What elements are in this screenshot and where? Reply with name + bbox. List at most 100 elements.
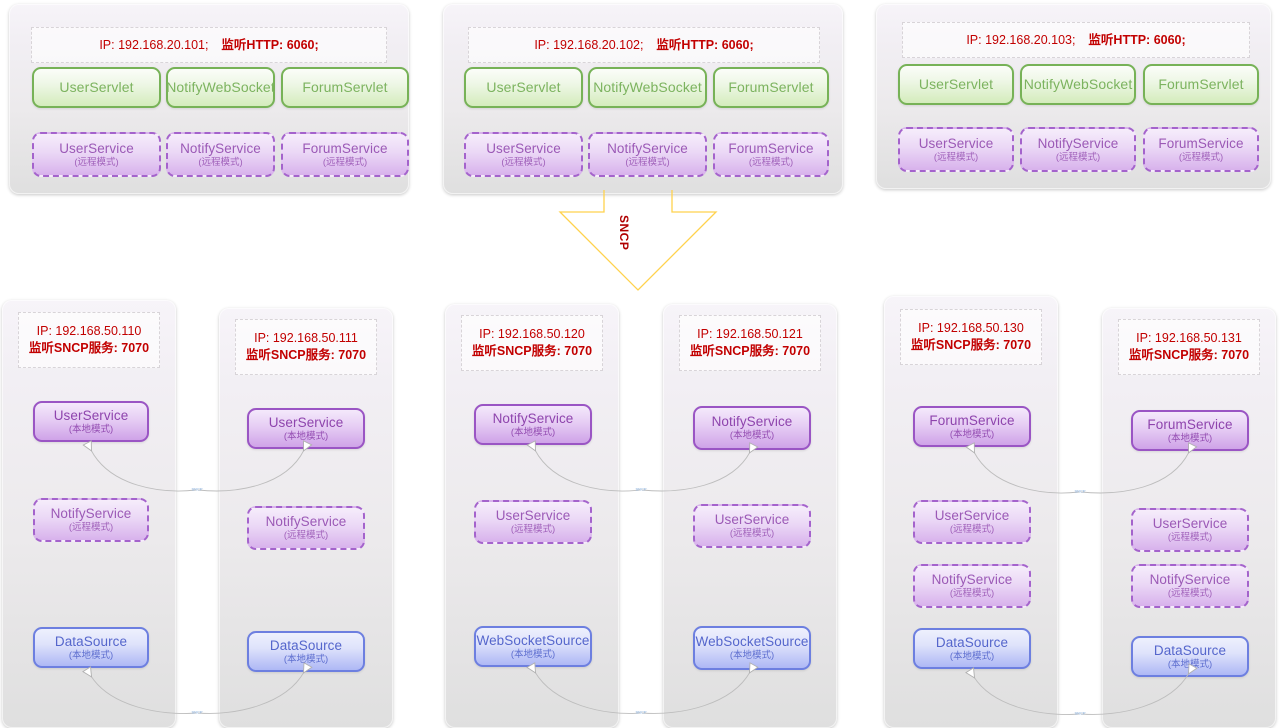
service-box-forumservice-2[interactable]: ForumService (远程模式) <box>713 132 829 177</box>
service-box-notifyservice-131[interactable]: NotifyService (远程模式) <box>1131 564 1249 608</box>
servlet-box-userservlet-3[interactable]: UserServlet <box>898 64 1014 105</box>
service-box-forumservice-3[interactable]: ForumService (远程模式) <box>1143 127 1259 172</box>
service-label: NotifyService <box>1037 135 1119 151</box>
datasource-label: DataSource <box>54 633 128 649</box>
ip-address-1: IP: 192.168.20.101; <box>99 37 209 52</box>
service-box-userservice-130[interactable]: UserService (远程模式) <box>913 500 1031 544</box>
servlet-label: ForumServlet <box>302 78 388 95</box>
service-box-forumservice-1[interactable]: ForumService (远程模式) <box>281 132 409 177</box>
datasource-mode: (本地模式) <box>729 650 775 662</box>
listen-sncp-130: 监听SNCP服务: 7070 <box>910 338 1032 352</box>
ip-header-3: IP: 192.168.20.103; 监听HTTP: 6060; <box>902 22 1250 58</box>
service-box-notifyservice-130[interactable]: NotifyService (远程模式) <box>913 564 1031 608</box>
datasource-label: DataSource <box>935 634 1009 650</box>
service-box-forumservice-131[interactable]: ForumService (本地模式) <box>1131 410 1249 451</box>
websocketsource-box-121[interactable]: WebSocketSource (本地模式) <box>693 626 811 670</box>
service-box-userservice-3[interactable]: UserService (远程模式) <box>898 127 1014 172</box>
service-box-notifyservice-121[interactable]: NotifyService (本地模式) <box>693 406 811 450</box>
servlet-label: UserServlet <box>918 75 994 92</box>
service-label: UserService <box>495 508 571 524</box>
listen-http-3: 监听HTTP: 6060; <box>1088 32 1186 47</box>
ip-address-131: IP: 192.168.50.131 <box>1136 331 1242 345</box>
datasource-label: DataSource <box>269 637 343 653</box>
service-mode: (远程模式) <box>501 156 546 168</box>
servlet-box-notifywebsocket-1[interactable]: NotifyWebSocket <box>166 67 275 108</box>
service-box-userservice-131[interactable]: UserService (远程模式) <box>1131 508 1249 552</box>
datasource-box-111[interactable]: DataSource (本地模式) <box>247 631 365 672</box>
datasource-label: WebSocketSource <box>476 632 590 648</box>
sncp-arrow-icon <box>558 190 718 291</box>
websocketsource-box-120[interactable]: WebSocketSource (本地模式) <box>474 626 592 667</box>
service-label: NotifyService <box>1149 572 1231 588</box>
service-mode: (本地模式) <box>283 430 329 442</box>
service-label: ForumService <box>929 412 1015 428</box>
servlet-box-userservlet-2[interactable]: UserServlet <box>464 67 583 108</box>
service-label: UserService <box>714 512 790 528</box>
service-mode: (本地模式) <box>68 423 114 435</box>
link-label-g1-top: SNCP <box>191 486 203 492</box>
service-mode: (远程模式) <box>74 156 119 168</box>
service-box-userservice-111[interactable]: UserService (本地模式) <box>247 408 365 449</box>
ip-header-111: IP: 192.168.50.111 监听SNCP服务: 7070 <box>235 319 377 375</box>
service-label: ForumService <box>1158 135 1244 151</box>
ip-address-110: IP: 192.168.50.110 <box>36 324 142 338</box>
servlet-box-notifywebsocket-3[interactable]: NotifyWebSocket <box>1020 64 1136 105</box>
datasource-label: DataSource <box>1153 642 1227 658</box>
service-box-notifyservice-111[interactable]: NotifyService (远程模式) <box>247 506 365 550</box>
service-label: UserService <box>268 414 344 430</box>
service-box-userservice-2[interactable]: UserService (远程模式) <box>464 132 583 177</box>
service-mode: (本地模式) <box>949 428 995 440</box>
link-label-g3-bottom: SNCP <box>1074 710 1086 716</box>
servlet-box-forumservlet-2[interactable]: ForumServlet <box>713 67 829 108</box>
service-box-userservice-110[interactable]: UserService (本地模式) <box>33 401 149 442</box>
service-box-userservice-120[interactable]: UserService (远程模式) <box>474 500 592 544</box>
datasource-box-130[interactable]: DataSource (本地模式) <box>913 628 1031 669</box>
datasource-box-110[interactable]: DataSource (本地模式) <box>33 627 149 668</box>
ip-address-2: IP: 192.168.20.102; <box>534 37 644 52</box>
service-box-notifyservice-110[interactable]: NotifyService (远程模式) <box>33 498 149 542</box>
ip-header-110: IP: 192.168.50.110 监听SNCP服务: 7070 <box>18 312 160 368</box>
datasource-mode: (本地模式) <box>68 649 114 661</box>
http-node-container-2: IP: 192.168.20.102; 监听HTTP: 6060; UserSe… <box>443 4 843 194</box>
sncp-node-container-120: IP: 192.168.50.120 监听SNCP服务: 7070 Notify… <box>445 304 619 728</box>
service-box-forumservice-130[interactable]: ForumService (本地模式) <box>913 406 1031 447</box>
service-label: UserService <box>934 508 1010 524</box>
listen-http-1: 监听HTTP: 6060; <box>221 37 319 52</box>
service-mode: (远程模式) <box>933 151 979 163</box>
ip-header-2: IP: 192.168.20.102; 监听HTTP: 6060; <box>468 27 820 63</box>
listen-sncp-120: 监听SNCP服务: 7070 <box>471 344 593 358</box>
sncp-node-container-110: IP: 192.168.50.110 监听SNCP服务: 7070 UserSe… <box>2 300 176 728</box>
servlet-label: NotifyWebSocket <box>593 78 702 95</box>
service-label: ForumService <box>1147 416 1233 432</box>
service-mode: (远程模式) <box>729 528 775 540</box>
service-box-notifyservice-3[interactable]: NotifyService (远程模式) <box>1020 127 1136 172</box>
service-mode: (远程模式) <box>1167 532 1213 544</box>
servlet-box-notifywebsocket-2[interactable]: NotifyWebSocket <box>588 67 707 108</box>
servlet-box-userservlet-1[interactable]: UserServlet <box>32 67 161 108</box>
sncp-node-container-130: IP: 192.168.50.130 监听SNCP服务: 7070 ForumS… <box>884 296 1058 728</box>
servlet-label: UserServlet <box>486 78 561 95</box>
service-label: NotifyService <box>492 410 574 426</box>
service-box-notifyservice-2[interactable]: NotifyService (远程模式) <box>588 132 707 177</box>
datasource-box-131[interactable]: DataSource (本地模式) <box>1131 636 1249 677</box>
ip-address-120: IP: 192.168.50.120 <box>479 327 585 341</box>
ip-header-131: IP: 192.168.50.131 监听SNCP服务: 7070 <box>1118 319 1260 375</box>
link-label-g2-bottom: SNCP <box>635 709 647 715</box>
service-box-notifyservice-1[interactable]: NotifyService (远程模式) <box>166 132 275 177</box>
service-label: UserService <box>53 407 129 423</box>
service-mode: (远程模式) <box>283 530 329 542</box>
servlet-label: NotifyWebSocket <box>1023 75 1133 92</box>
servlet-box-forumservlet-1[interactable]: ForumServlet <box>281 67 409 108</box>
service-mode: (远程模式) <box>322 156 368 168</box>
datasource-mode: (本地模式) <box>283 653 329 665</box>
datasource-mode: (本地模式) <box>949 650 995 662</box>
servlet-box-forumservlet-3[interactable]: ForumServlet <box>1143 64 1259 105</box>
service-mode: (远程模式) <box>949 588 995 600</box>
service-label: NotifyService <box>711 414 793 430</box>
service-mode: (远程模式) <box>748 156 794 168</box>
service-box-userservice-1[interactable]: UserService (远程模式) <box>32 132 161 177</box>
service-mode: (远程模式) <box>510 524 556 536</box>
service-box-userservice-121[interactable]: UserService (远程模式) <box>693 504 811 548</box>
service-box-notifyservice-120[interactable]: NotifyService (本地模式) <box>474 404 592 445</box>
ip-header-121: IP: 192.168.50.121 监听SNCP服务: 7070 <box>679 315 821 371</box>
